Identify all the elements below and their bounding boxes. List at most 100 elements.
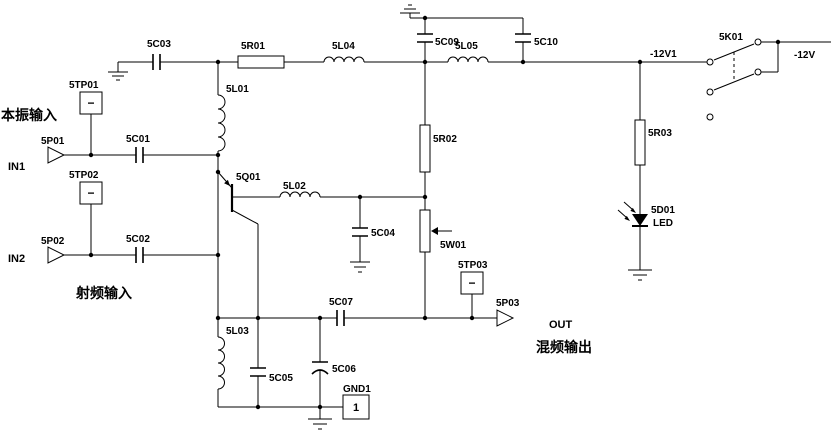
junction-dot <box>637 59 643 65</box>
inductor-5l04 <box>323 56 365 63</box>
connector-5p03 <box>496 309 515 327</box>
capacitor-5c10 <box>515 33 531 43</box>
transistor-collector <box>231 209 259 225</box>
led-arrow-line-2 <box>617 209 628 219</box>
label-5c06: 5C06 <box>332 364 356 375</box>
gnd1-box <box>342 394 370 420</box>
junction-dot <box>422 194 428 200</box>
junction-dot <box>520 59 526 65</box>
label-5l05: 5L05 <box>455 41 478 52</box>
label-5tp03: 5TP03 <box>458 260 488 271</box>
switch-blade-2 <box>713 73 755 91</box>
label-5c04: 5C04 <box>371 228 395 239</box>
ground-c04-icon <box>350 261 370 273</box>
junction-dot <box>255 315 261 321</box>
ground-top-left-icon <box>108 62 128 81</box>
testpoint-5tp01 <box>79 91 103 115</box>
label-5d01: 5D01 <box>651 205 675 216</box>
potentiometer-5w01 <box>419 209 452 253</box>
inductors <box>217 56 489 390</box>
led-arrow-head-2 <box>624 215 630 221</box>
label-minus12v: -12V <box>794 50 815 61</box>
label-5w01: 5W01 <box>440 240 467 251</box>
transistor-5q01 <box>217 171 259 225</box>
junction-dot <box>775 39 781 45</box>
connector-5p02 <box>47 246 66 264</box>
capacitor-5c01 <box>135 147 144 163</box>
label-5p02: 5P02 <box>41 236 65 247</box>
switch-5k01 <box>706 38 762 121</box>
label-5r03: 5R03 <box>648 128 672 139</box>
switch-contact-spare <box>706 113 714 121</box>
label-5c10: 5C10 <box>534 37 558 48</box>
junction-dot <box>422 59 428 65</box>
capacitor-5c04 <box>352 227 368 237</box>
label-rf-input: 射频输入 <box>75 285 132 301</box>
label-5l01: 5L01 <box>226 84 249 95</box>
resistor-5r03 <box>634 119 646 166</box>
labels: 5C03 5R01 5L04 5C09 5L05 5C10 5K01 -12V1… <box>1 32 815 395</box>
label-5l02: 5L02 <box>283 181 306 192</box>
junction-dot <box>357 194 363 200</box>
wire-switch-out <box>761 41 831 73</box>
label-5l04: 5L04 <box>332 41 355 52</box>
label-5c07: 5C07 <box>329 297 353 308</box>
label-5p01: 5P01 <box>41 136 65 147</box>
transistor-emitter-arrow <box>224 179 230 186</box>
led-triangle <box>632 214 648 226</box>
capacitor-5c05 <box>250 367 266 377</box>
label-5q01: 5Q01 <box>236 172 261 183</box>
label-5r02: 5R02 <box>433 134 457 145</box>
junction-dot <box>317 315 323 321</box>
testpoints: − − − <box>79 91 484 295</box>
junction-dot <box>88 152 94 158</box>
ground-bottom-icon <box>308 418 332 430</box>
gnd1-terminal: 1 <box>342 394 370 420</box>
ground-symbols <box>108 4 652 430</box>
testpoint-5tp03-glyph: − <box>468 276 475 290</box>
switch-contact-common-2 <box>706 88 714 96</box>
junction-dot <box>422 315 428 321</box>
resistor-5r02 <box>419 124 431 173</box>
label-minus12v1: -12V1 <box>650 49 677 60</box>
label-in2: IN2 <box>8 253 25 265</box>
inductor-5l05 <box>447 56 489 63</box>
wire-rf-input <box>64 204 218 256</box>
label-5c05: 5C05 <box>269 373 293 384</box>
testpoint-5tp01-glyph: − <box>87 96 94 110</box>
label-gnd1: GND1 <box>343 384 371 395</box>
capacitors <box>135 33 531 377</box>
label-5k01: 5K01 <box>719 32 743 43</box>
connectors <box>47 146 515 327</box>
capacitor-5c03 <box>152 54 161 70</box>
testpoint-5tp03 <box>460 271 484 295</box>
label-led: LED <box>653 218 673 229</box>
label-in1: IN1 <box>8 161 25 173</box>
label-5l03: 5L03 <box>226 326 249 337</box>
capacitor-5c02 <box>135 247 144 263</box>
connector-5p01 <box>47 146 66 164</box>
transistor-emitter <box>217 171 233 189</box>
capacitor-5c06 <box>311 361 329 375</box>
wire-top-rail <box>410 17 524 62</box>
capacitor-5c07 <box>336 310 345 326</box>
label-5tp02: 5TP02 <box>69 170 99 181</box>
testpoint-5tp02 <box>79 181 103 205</box>
junction-dot <box>255 404 261 410</box>
junction-dot <box>215 169 221 175</box>
inductor-5l03 <box>217 336 225 390</box>
label-if-output: 混频输出 <box>536 339 592 355</box>
label-5c09: 5C09 <box>435 37 459 48</box>
label-out: OUT <box>549 319 573 331</box>
label-lo-input: 本振输入 <box>1 107 57 123</box>
capacitor-5c09 <box>417 33 433 43</box>
resistors <box>237 55 646 253</box>
testpoint-5tp02-glyph: − <box>87 186 94 200</box>
gnd1-pin-number: 1 <box>353 402 359 414</box>
inductor-5l02 <box>279 191 321 198</box>
label-5p03: 5P03 <box>496 298 520 309</box>
junction-dot <box>215 252 221 258</box>
inductor-5l01 <box>217 94 226 152</box>
led-arrow-line-1 <box>623 201 634 211</box>
junction-dot <box>215 152 221 158</box>
